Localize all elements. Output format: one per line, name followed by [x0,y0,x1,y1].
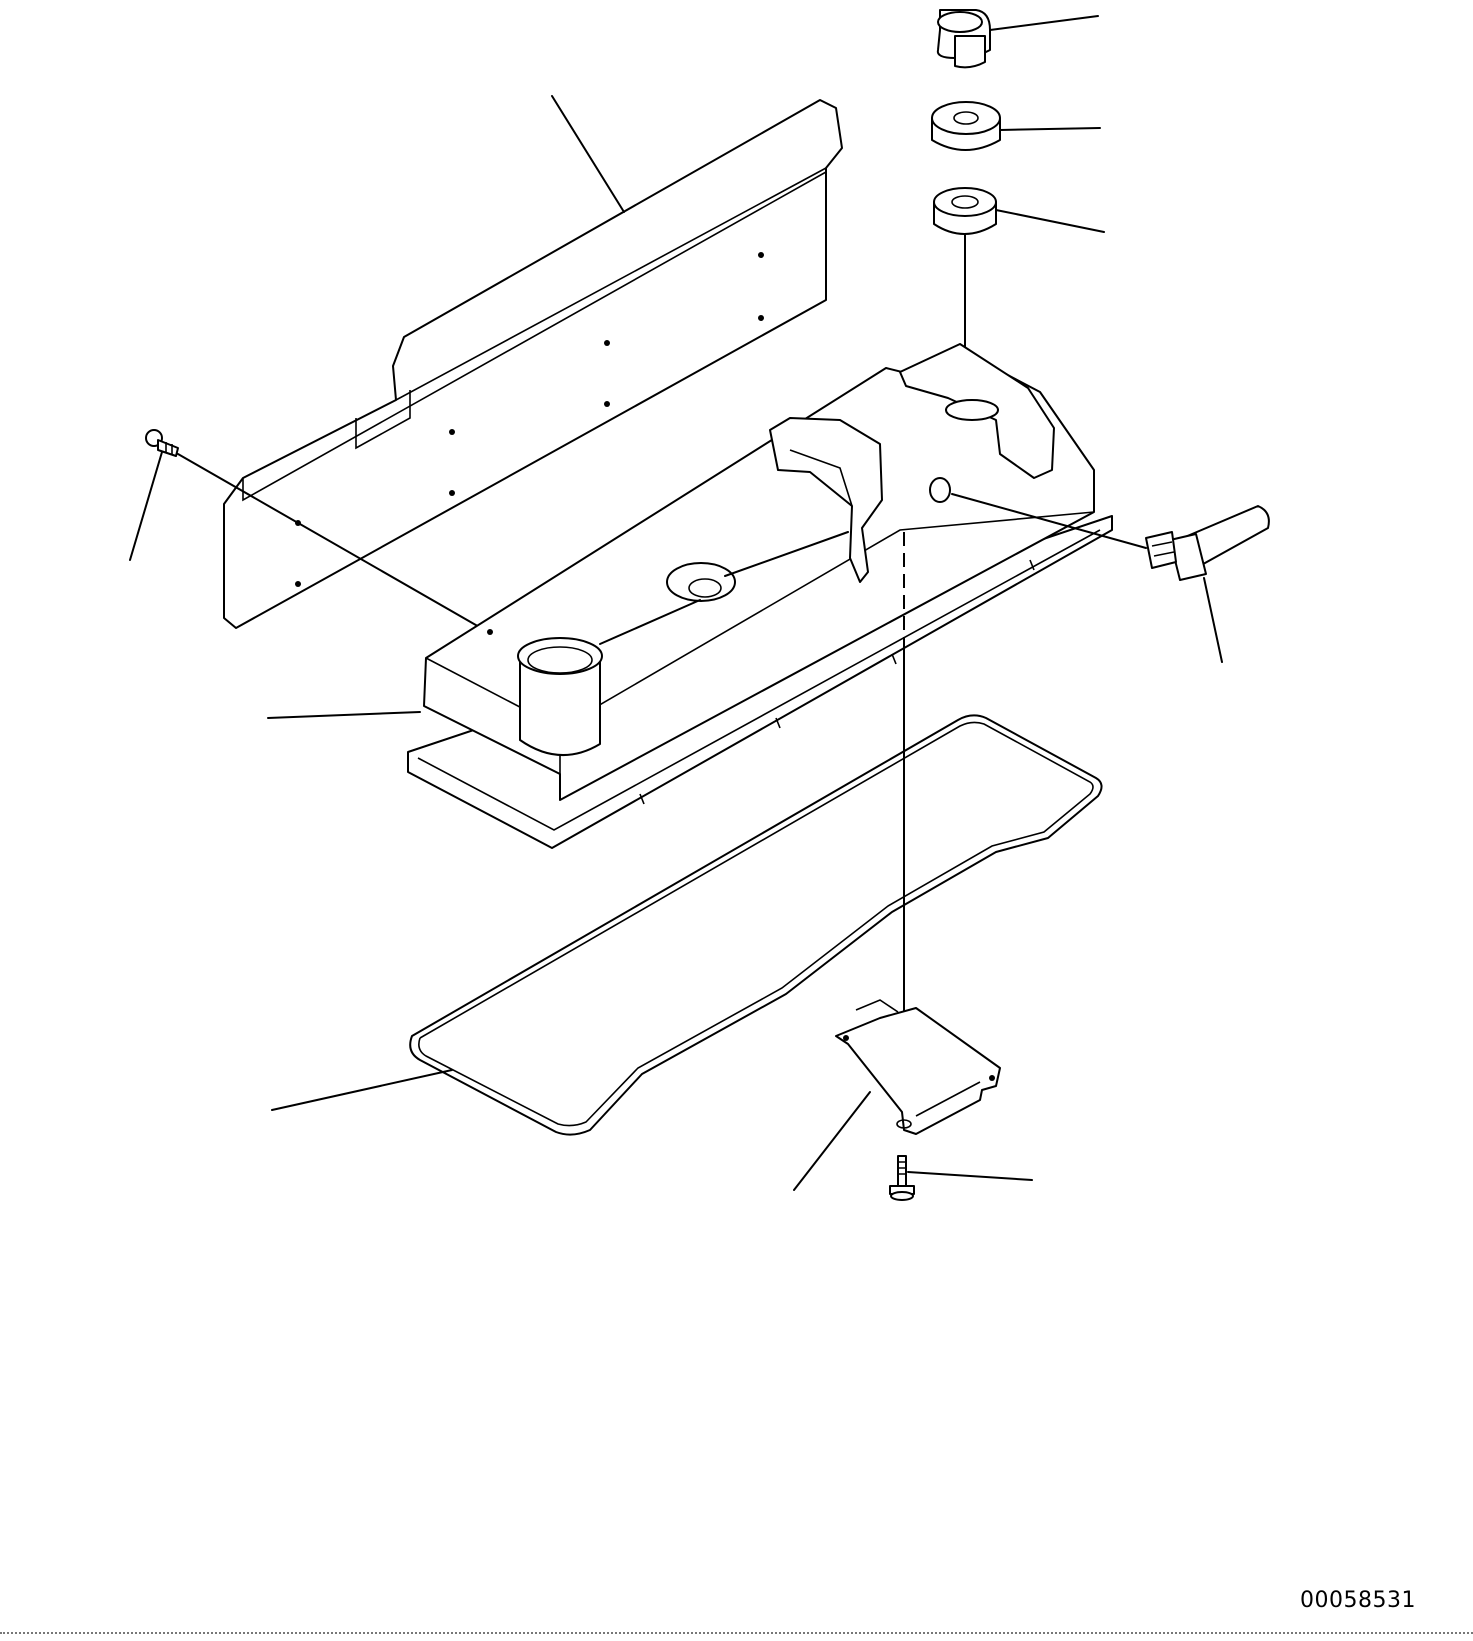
leader-line-bolt-bottom [907,1171,1033,1181]
bottom-border-rule [0,1632,1473,1634]
assembly-line-bolt [177,453,489,633]
drawing-code: 00058531 [1300,1588,1416,1613]
leader-line-head-cover [267,711,421,719]
leader-line-gasket [271,1069,453,1111]
bracket [835,999,1001,1135]
leader-line-heat-shield [551,95,625,213]
leader-line-cap [989,15,1099,31]
grommet-upper [931,101,1001,151]
grommet-lower [933,187,997,235]
assembly-line-sensor [951,493,1147,549]
head-cover [407,343,1113,849]
bolt-left [145,429,179,457]
bolt-bottom [889,1155,915,1201]
sensor [1145,505,1270,581]
leader-line-sensor [1203,577,1223,663]
assembly-line-grommet-seat [599,599,701,645]
leader-line-grommet-lower [995,209,1105,233]
leader-line-bolt-left [129,451,163,561]
assembly-line-grommet-seat-2 [724,531,849,577]
heat-shield-plate [223,99,843,629]
leader-line-grommet-upper [999,127,1101,131]
gasket [409,714,1103,1136]
cap-plug [936,9,991,69]
leader-line-bracket [793,1091,871,1191]
